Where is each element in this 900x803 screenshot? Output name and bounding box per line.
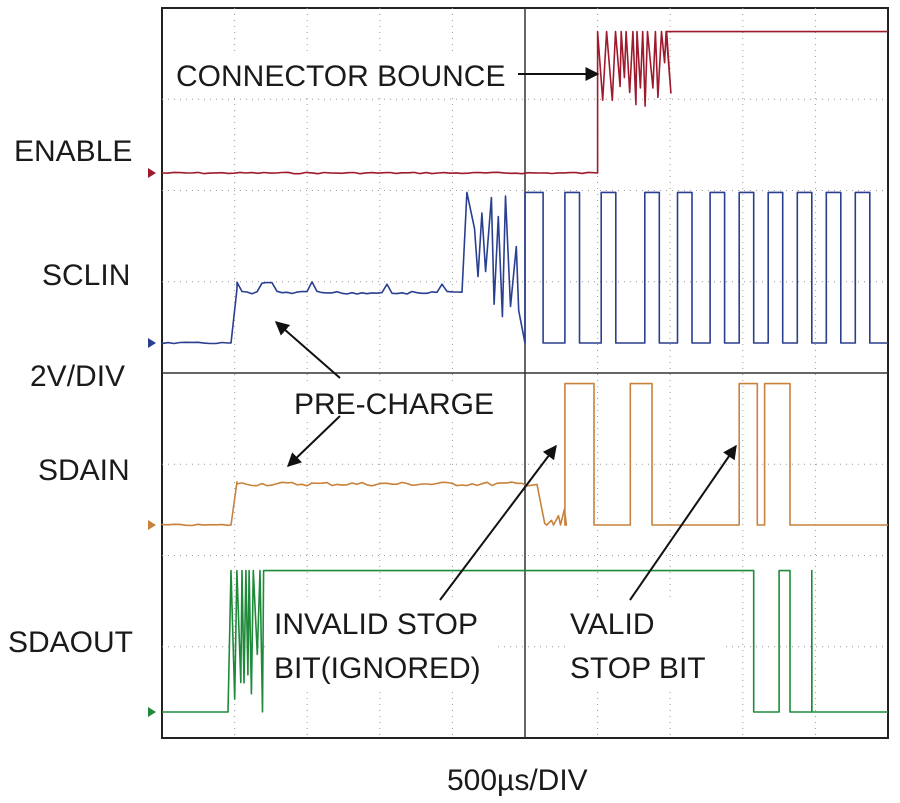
ground-marker-sdaout (148, 707, 156, 717)
annotation-invalid-stop-line2: BIT(IGNORED) (274, 652, 481, 685)
annotation-valid-stop-line2: STOP BIT (570, 652, 706, 685)
annotation-arrows (274, 67, 737, 601)
trace-sclin (161, 191, 888, 345)
channel-label-sdain: SDAIN (38, 454, 130, 487)
ground-marker-sdain (148, 520, 156, 530)
vertical-scale-label: 2V/DIV (30, 360, 125, 393)
annotation-valid-stop-line1: VALID (570, 608, 654, 641)
scope-traces (148, 30, 888, 717)
precharge-label-bg (290, 382, 500, 422)
channel-label-sdaout: SDAOUT (8, 626, 133, 659)
ground-marker-sclin (148, 338, 156, 348)
time-scale-label: 500µs/DIV (447, 764, 588, 797)
trace-sdaout (162, 569, 888, 713)
trace-enable (161, 30, 888, 175)
valid-stop-label-bg (566, 600, 726, 688)
invalid-stop-label-bg (270, 600, 498, 688)
channel-label-sclin: SCLIN (42, 259, 130, 292)
annotation-invalid-stop-line1: INVALID STOP (274, 608, 478, 641)
ground-marker-enable (148, 168, 156, 178)
channel-label-enable: ENABLE (14, 135, 132, 168)
trace-sdain (161, 382, 888, 527)
arrow-precharge-sdain (286, 415, 341, 467)
annotation-precharge: PRE-CHARGE (294, 388, 494, 421)
connector-bounce-label-bg (172, 52, 512, 94)
annotation-connector-bounce: CONNECTOR BOUNCE (176, 60, 505, 93)
arrow-precharge-sclin (274, 321, 341, 379)
arrow-invalid-stop (439, 444, 557, 601)
arrow-valid-stop (629, 444, 737, 601)
